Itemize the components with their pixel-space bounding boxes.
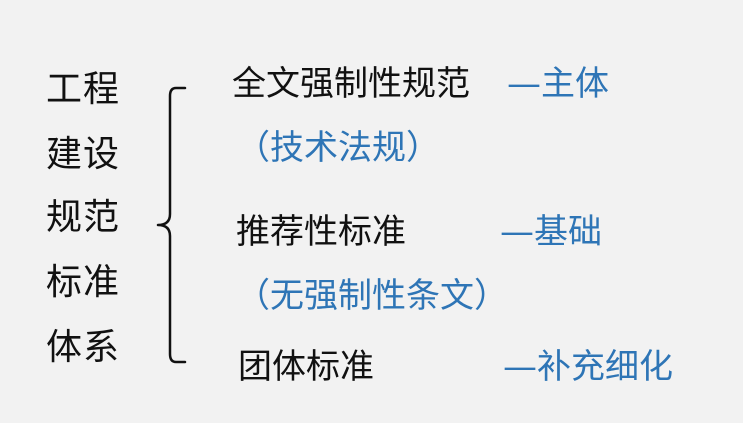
item-note-mandatory-code: （技术法规）	[236, 128, 440, 168]
left-label-line: 规范	[46, 197, 121, 238]
left-label-line: 建设	[46, 134, 121, 175]
item-title-mandatory-code: 全文强制性规范	[232, 64, 470, 104]
item-note-recommended-standard: （无强制性条文）	[236, 276, 508, 316]
left-label-line: 工程	[46, 69, 121, 110]
left-label-line: 标准	[46, 262, 121, 303]
item-role-group-standard: —补充细化	[503, 347, 673, 387]
left-label-line: 体系	[46, 327, 121, 368]
item-title-group-standard: 团体标准	[238, 347, 374, 387]
item-role-mandatory-code: —主体	[507, 64, 609, 104]
item-title-recommended-standard: 推荐性标准	[236, 212, 406, 252]
item-role-recommended-standard: —基础	[500, 212, 602, 252]
